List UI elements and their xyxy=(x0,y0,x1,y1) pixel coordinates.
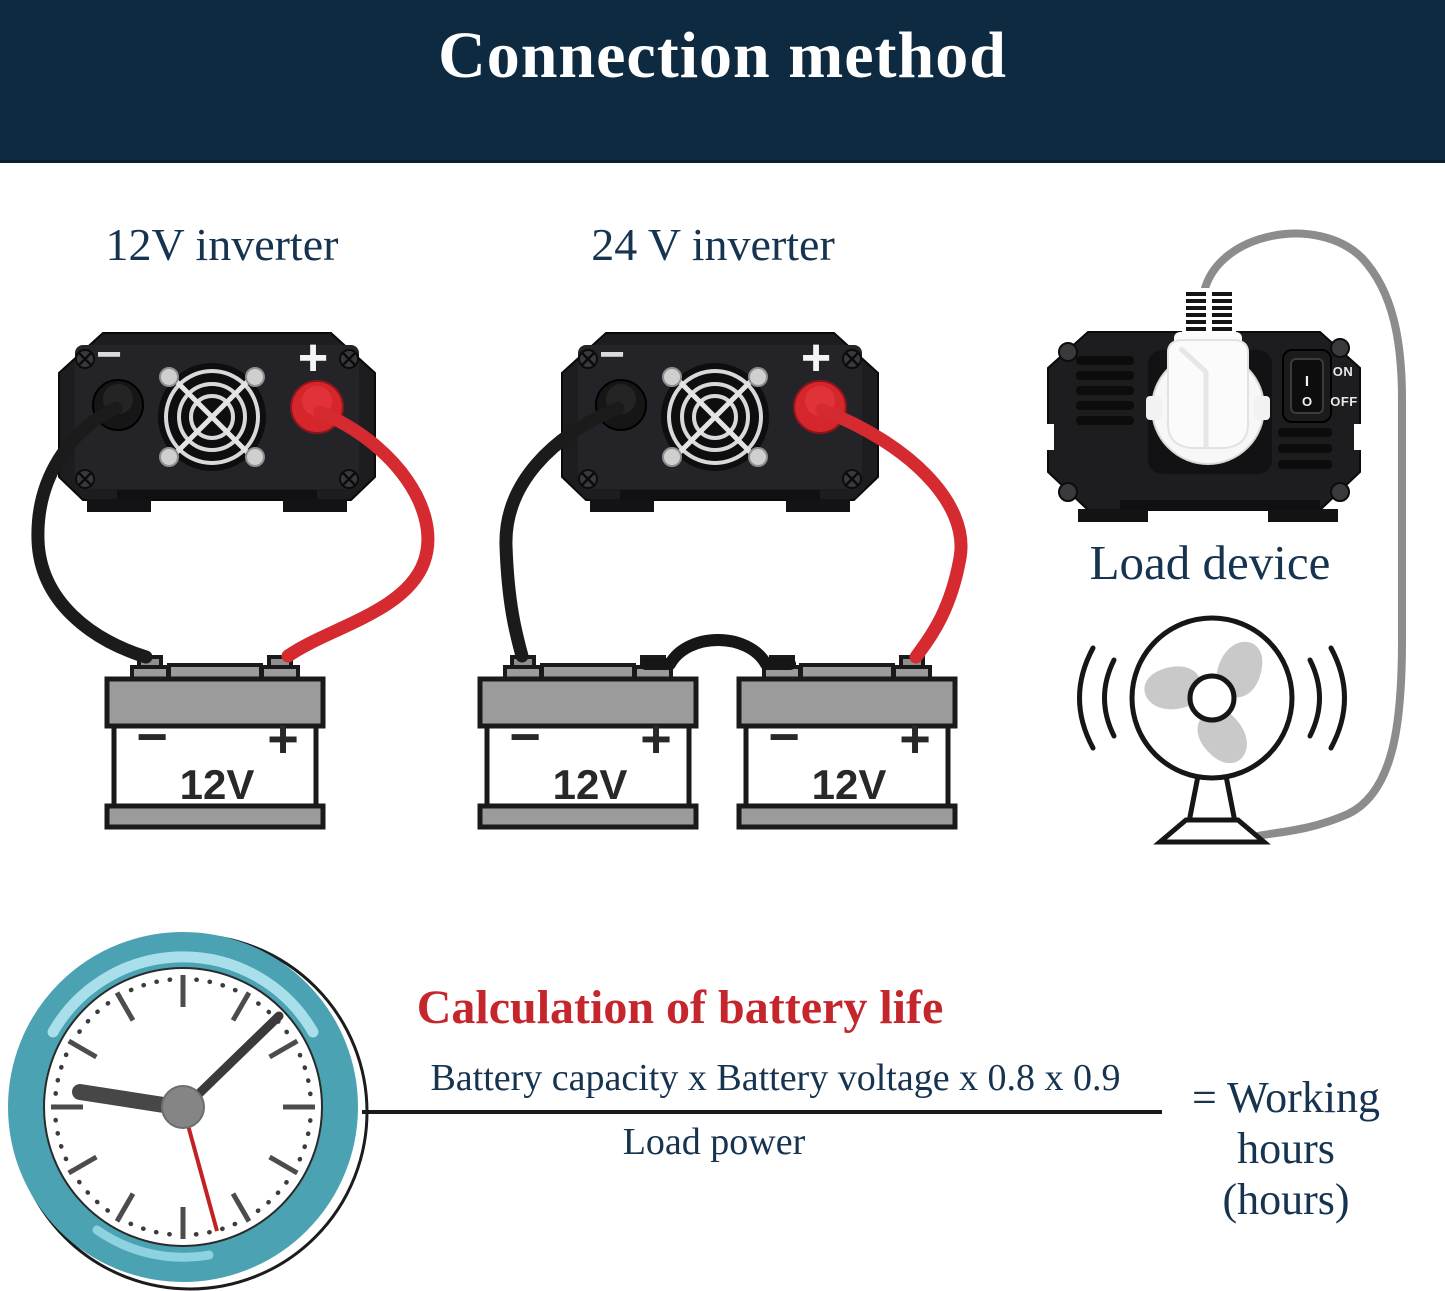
switch-off-label: OFF xyxy=(1330,394,1358,409)
vent-slots xyxy=(1076,356,1332,469)
inverter-24v-device: − + xyxy=(562,329,878,512)
battery-2-plus-label: + xyxy=(640,709,672,769)
battery-2-voltage-label: 12V xyxy=(553,761,628,808)
vibration-arcs-right xyxy=(1307,645,1347,751)
inverter-24v-minus-label: − xyxy=(599,330,625,379)
inverter-24v-plus-label: + xyxy=(801,329,831,387)
load-device-screws xyxy=(1058,338,1350,502)
battery-2: − + 12V xyxy=(480,657,696,827)
cable-red-inverter1 xyxy=(281,405,435,663)
cable-black-inverter2 xyxy=(499,401,625,663)
label-12v-inverter: 12V inverter xyxy=(105,219,339,270)
switch-on-label: ON xyxy=(1333,364,1354,379)
battery-1-voltage-label: 12V xyxy=(180,761,255,808)
power-cord xyxy=(1200,229,1406,840)
battery-3-voltage-label: 12V xyxy=(812,761,887,808)
inverter-12v-minus-label: − xyxy=(96,330,122,379)
formula-numerator: Battery capacity x Battery voltage x 0.8… xyxy=(430,1057,1121,1099)
formula-result-line2: hours xyxy=(1237,1124,1335,1174)
fan-neck xyxy=(1186,775,1238,823)
battery-1-plus-label: + xyxy=(267,709,299,769)
fan-base xyxy=(1153,817,1271,845)
inverter-12v-plus-label: + xyxy=(298,329,328,387)
battery-3-plus-label: + xyxy=(899,709,931,769)
formula-result: = Working hours (hours) xyxy=(1158,1072,1414,1225)
battery-2-minus-label: − xyxy=(509,707,541,767)
vibration-arcs-left xyxy=(1077,645,1117,751)
plug-strain-relief xyxy=(1186,292,1232,331)
switch-off-symbol: O xyxy=(1302,394,1312,409)
ac-socket-with-plug xyxy=(1146,288,1272,474)
cable-red-inverter2 xyxy=(815,403,968,664)
header: Connection method xyxy=(0,0,1445,163)
switch-on-symbol: I xyxy=(1305,373,1309,390)
formula-result-line3: (hours) xyxy=(1222,1175,1350,1225)
power-switch: I O ON OFF xyxy=(1282,349,1358,423)
battery-1-minus-label: − xyxy=(136,707,168,767)
load-device: I O ON OFF xyxy=(1044,229,1406,840)
cable-black-inverter1 xyxy=(31,401,153,664)
cable-series-jumper xyxy=(640,634,796,670)
battery-3-minus-label: − xyxy=(768,707,800,767)
fan-blades xyxy=(1144,641,1263,763)
label-24v-inverter: 24 V inverter xyxy=(591,219,835,270)
clock-hour-ticks xyxy=(51,975,315,1239)
fan-hub xyxy=(1187,673,1237,723)
page-title: Connection method xyxy=(438,19,1007,92)
fan-illustration xyxy=(1077,615,1347,845)
battery-1: − + 12V xyxy=(107,657,323,827)
calc-title: Calculation of battery life xyxy=(416,981,944,1034)
formula-denominator: Load power xyxy=(622,1121,806,1163)
battery-3: − + 12V xyxy=(739,657,955,827)
inverter-12v-device: − + xyxy=(59,329,375,512)
clock-illustration xyxy=(8,932,369,1291)
label-load-device: Load device xyxy=(1089,535,1331,590)
cables xyxy=(31,401,968,670)
clock-hub xyxy=(161,1085,205,1129)
formula-result-line1: = Working xyxy=(1192,1073,1380,1122)
